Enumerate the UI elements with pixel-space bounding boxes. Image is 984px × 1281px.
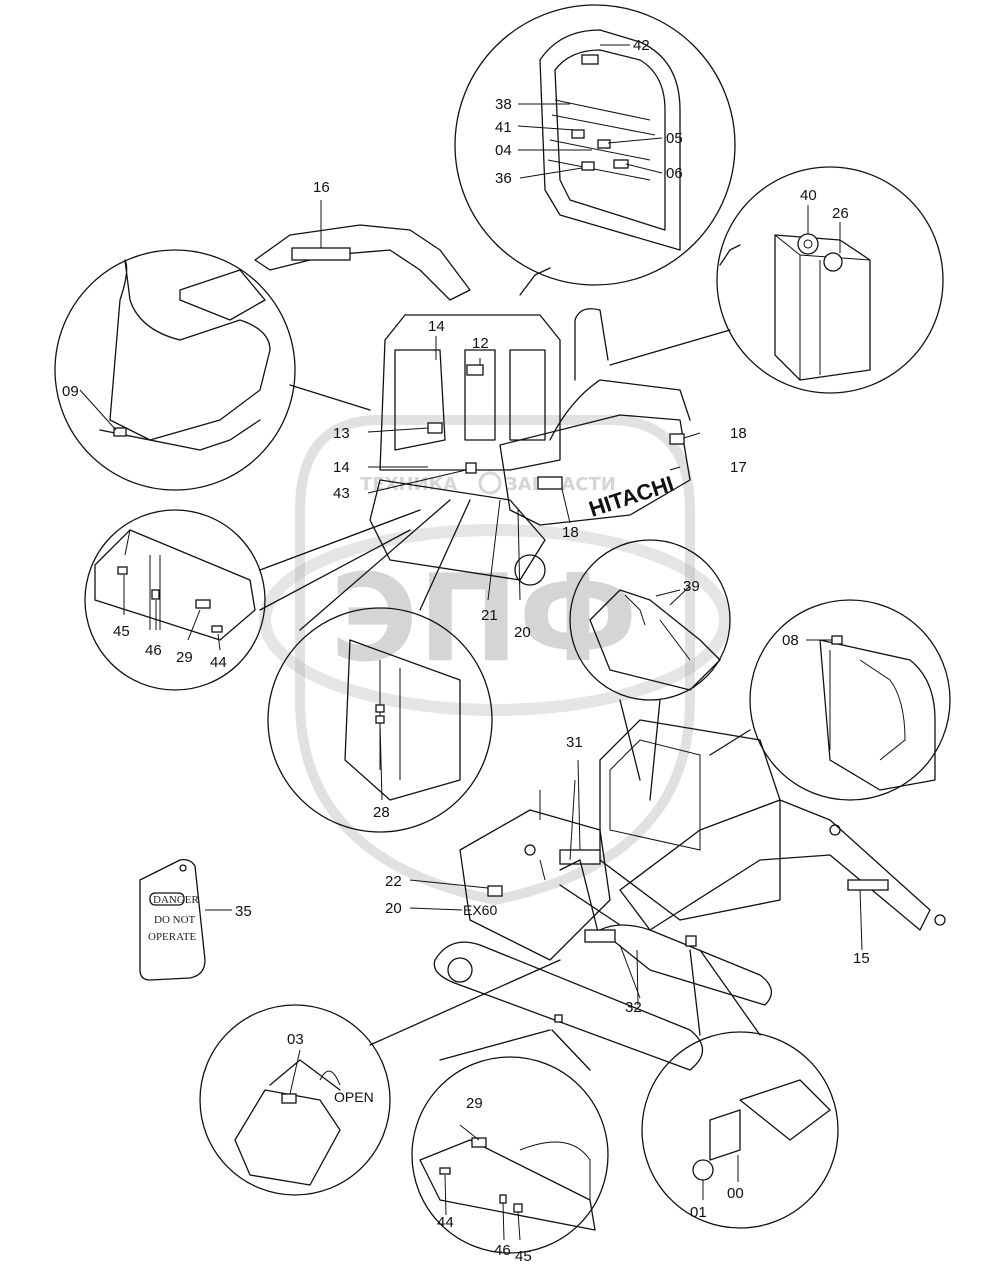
detail-circle-cab-rear <box>709 599 951 801</box>
label-20a: 20 <box>514 624 531 641</box>
label-44b: 44 <box>437 1214 454 1231</box>
label-42: 42 <box>633 37 650 54</box>
label-08: 08 <box>782 632 799 649</box>
label-39: 39 <box>683 578 700 595</box>
danger-tag: DANGER DO NOT OPERATE <box>139 858 232 981</box>
detail-circle-frame-left <box>84 509 421 691</box>
label-00: 00 <box>727 1185 744 1202</box>
label-18a: 18 <box>730 425 747 442</box>
label-45b: 45 <box>515 1248 532 1265</box>
label-06: 06 <box>666 165 683 182</box>
label-14a: 14 <box>428 318 445 335</box>
tag-line-1: DANGER <box>153 894 199 906</box>
label-13: 13 <box>333 425 350 442</box>
label-46b: 46 <box>494 1242 511 1259</box>
detail-circle-frame-bottom <box>411 1029 609 1254</box>
label-46a: 46 <box>145 642 162 659</box>
label-38: 38 <box>495 96 512 113</box>
label-16: 16 <box>313 179 330 196</box>
label-15: 15 <box>853 950 870 967</box>
label-45a: 45 <box>113 623 130 640</box>
detail-circle-hatch <box>199 959 561 1196</box>
label-09: 09 <box>62 383 79 400</box>
detail-circle-window <box>454 4 736 296</box>
part-number-labels: 42 38 41 05 04 06 36 16 40 26 14 12 09 1… <box>62 37 870 1265</box>
label-31: 31 <box>566 734 583 751</box>
label-12: 12 <box>472 335 489 352</box>
detail-circle-controls <box>569 539 731 801</box>
watermark-logo: ЭПФ <box>330 550 638 689</box>
label-04: 04 <box>495 142 512 159</box>
detail-circle-pin <box>641 949 839 1229</box>
tag-line-3: OPERATE <box>148 931 197 943</box>
label-29a: 29 <box>176 649 193 666</box>
label-22: 22 <box>385 873 402 890</box>
label-43: 43 <box>333 485 350 502</box>
label-18b: 18 <box>562 524 579 541</box>
excavator-lower-view: EX60 <box>433 719 946 1071</box>
label-17: 17 <box>730 459 747 476</box>
detail-circle-battery <box>609 166 944 394</box>
label-44a: 44 <box>210 654 227 671</box>
label-32: 32 <box>625 999 642 1016</box>
leader-lines <box>367 336 863 999</box>
label-20b: 20 <box>385 900 402 917</box>
label-01: 01 <box>690 1204 707 1221</box>
label-03: 03 <box>287 1031 304 1048</box>
label-29b: 29 <box>466 1095 483 1112</box>
open-label: OPEN <box>334 1089 374 1105</box>
label-05: 05 <box>666 130 683 147</box>
detail-circle-cab-door <box>267 499 493 833</box>
label-36: 36 <box>495 170 512 187</box>
label-14b: 14 <box>333 459 350 476</box>
label-40: 40 <box>800 187 817 204</box>
watermark: ЭПФ ТЕХНИКА ЗАПЧАСТИ <box>259 415 731 906</box>
tag-line-2: DO NOT <box>154 914 196 926</box>
label-28: 28 <box>373 804 390 821</box>
label-41: 41 <box>495 119 512 136</box>
model-marking: EX60 <box>463 902 497 918</box>
detail-circle-seat <box>54 249 371 491</box>
label-35: 35 <box>235 903 252 920</box>
label-21: 21 <box>481 607 498 624</box>
label-26: 26 <box>832 205 849 222</box>
